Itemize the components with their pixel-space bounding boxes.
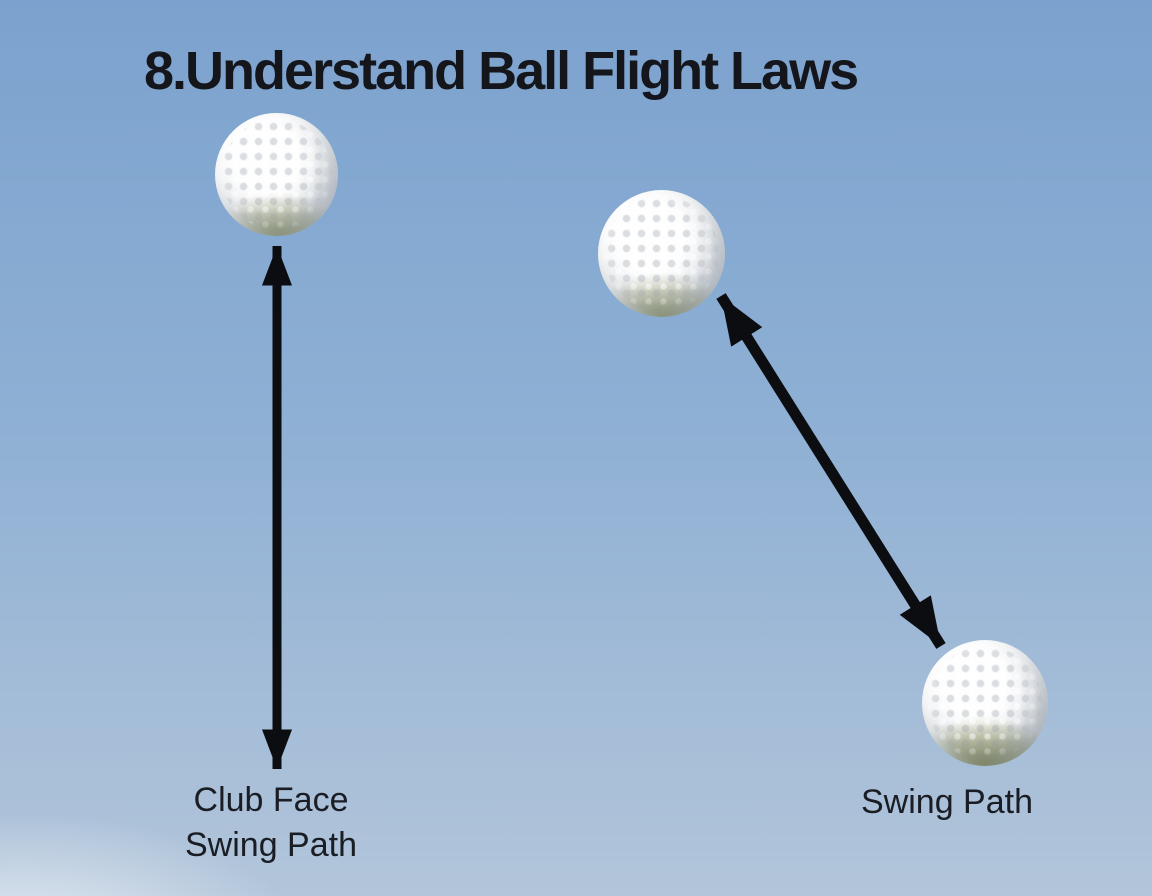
swingpath-label: Swing Path [861,783,1033,821]
clubface-label: Club Face Swing Path [185,778,357,868]
clubface-label-line2: Swing Path [185,826,357,864]
clubface-label-line1: Club Face [193,781,349,819]
golf-ball-swingpath-start-icon [598,190,725,317]
page-title: 8.Understand Ball Flight Laws [144,41,859,101]
swingpath-double-arrow-icon [716,293,946,649]
golf-ball-swingpath-end-icon [922,640,1048,766]
golf-ball-clubface-icon [215,113,338,236]
